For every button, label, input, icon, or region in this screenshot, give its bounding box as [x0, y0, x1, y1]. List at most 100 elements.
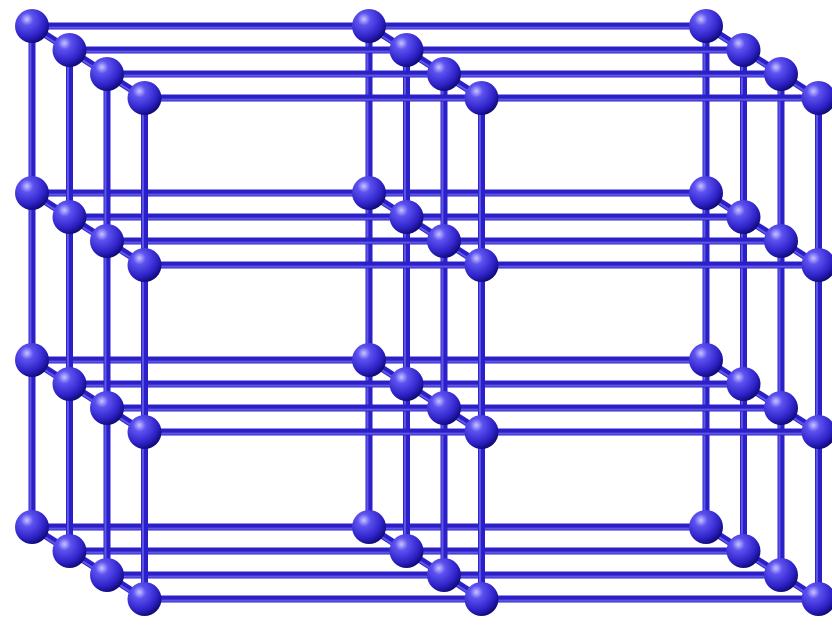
- atom-sphere: [52, 367, 87, 401]
- bond-vertical: [103, 70, 111, 245]
- bond-vertical: [740, 46, 747, 221]
- atom-sphere: [689, 9, 723, 43]
- bond-horizontal: [66, 547, 410, 555]
- bond-horizontal: [66, 380, 410, 388]
- bond-layer: [28, 22, 822, 603]
- atom-sphere: [801, 415, 832, 449]
- bond-vertical: [815, 261, 822, 436]
- atom-sphere: [464, 415, 499, 449]
- bond-vertical: [777, 70, 785, 245]
- bond-vertical: [403, 380, 410, 555]
- bond-vertical: [740, 213, 747, 388]
- bond-vertical: [141, 94, 148, 269]
- atom-sphere: [15, 510, 49, 544]
- bond-horizontal: [478, 261, 822, 269]
- bond-vertical: [28, 189, 36, 364]
- bond-vertical: [702, 22, 710, 197]
- bond-horizontal: [478, 595, 822, 603]
- bond-horizontal: [403, 547, 747, 555]
- bond-horizontal: [141, 595, 485, 603]
- atom-sphere: [90, 57, 124, 91]
- bond-vertical: [28, 22, 36, 197]
- atom-sphere: [726, 534, 761, 568]
- atom-sphere: [726, 33, 761, 67]
- bond-vertical: [815, 94, 822, 269]
- atom-layer: [15, 9, 832, 616]
- atom-sphere: [427, 558, 461, 592]
- bond-horizontal: [440, 70, 785, 78]
- atom-sphere: [801, 248, 832, 282]
- bond-horizontal: [403, 46, 747, 54]
- bond-vertical: [141, 261, 148, 436]
- bond-vertical: [702, 356, 710, 531]
- atom-sphere: [15, 176, 49, 210]
- bond-vertical: [440, 404, 448, 579]
- atom-sphere: [389, 534, 424, 568]
- bond-vertical: [103, 237, 111, 412]
- atom-sphere: [389, 33, 424, 67]
- bond-vertical: [403, 213, 410, 388]
- bond-horizontal: [440, 237, 785, 245]
- atom-sphere: [801, 81, 832, 115]
- bond-vertical: [740, 380, 747, 555]
- atom-sphere: [689, 510, 723, 544]
- bond-vertical: [440, 237, 448, 412]
- atom-sphere: [801, 582, 832, 616]
- bond-horizontal: [103, 237, 448, 245]
- bond-horizontal: [28, 189, 373, 197]
- bond-vertical: [66, 380, 73, 555]
- bond-vertical: [478, 428, 485, 603]
- atom-sphere: [15, 343, 49, 377]
- atom-sphere: [764, 391, 798, 425]
- atom-sphere: [127, 582, 162, 616]
- bond-horizontal: [141, 94, 485, 102]
- bond-vertical: [66, 46, 73, 221]
- atom-sphere: [90, 558, 124, 592]
- bond-horizontal: [365, 189, 710, 197]
- bond-horizontal: [28, 523, 373, 531]
- bond-horizontal: [440, 571, 785, 579]
- atom-sphere: [352, 9, 386, 43]
- bond-vertical: [365, 356, 373, 531]
- atom-sphere: [90, 391, 124, 425]
- bond-horizontal: [141, 261, 485, 269]
- bond-horizontal: [103, 404, 448, 412]
- atom-sphere: [15, 9, 49, 43]
- bond-horizontal: [365, 356, 710, 364]
- atom-sphere: [427, 224, 461, 258]
- atom-sphere: [764, 224, 798, 258]
- bond-vertical: [365, 22, 373, 197]
- bond-vertical: [777, 237, 785, 412]
- bond-horizontal: [403, 213, 747, 221]
- atom-sphere: [764, 57, 798, 91]
- bond-horizontal: [28, 22, 373, 30]
- bond-vertical: [702, 189, 710, 364]
- bond-horizontal: [365, 523, 710, 531]
- bond-horizontal: [66, 46, 410, 54]
- bond-horizontal: [66, 213, 410, 221]
- bond-horizontal: [103, 571, 448, 579]
- bond-horizontal: [365, 22, 710, 30]
- bond-vertical: [815, 428, 822, 603]
- bond-vertical: [478, 94, 485, 269]
- atom-sphere: [52, 534, 87, 568]
- bond-horizontal: [141, 428, 485, 436]
- bond-horizontal: [440, 404, 785, 412]
- bond-horizontal: [403, 380, 747, 388]
- bond-horizontal: [478, 94, 822, 102]
- atom-sphere: [764, 558, 798, 592]
- bond-horizontal: [28, 356, 373, 364]
- atom-sphere: [52, 33, 87, 67]
- atom-sphere: [352, 176, 386, 210]
- bond-horizontal: [478, 428, 822, 436]
- bond-vertical: [365, 189, 373, 364]
- atom-sphere: [352, 343, 386, 377]
- bond-vertical: [777, 404, 785, 579]
- bond-vertical: [103, 404, 111, 579]
- atom-sphere: [464, 582, 499, 616]
- bond-vertical: [478, 261, 485, 436]
- bond-vertical: [403, 46, 410, 221]
- bond-vertical: [141, 428, 148, 603]
- atom-sphere: [90, 224, 124, 258]
- atom-sphere: [726, 367, 761, 401]
